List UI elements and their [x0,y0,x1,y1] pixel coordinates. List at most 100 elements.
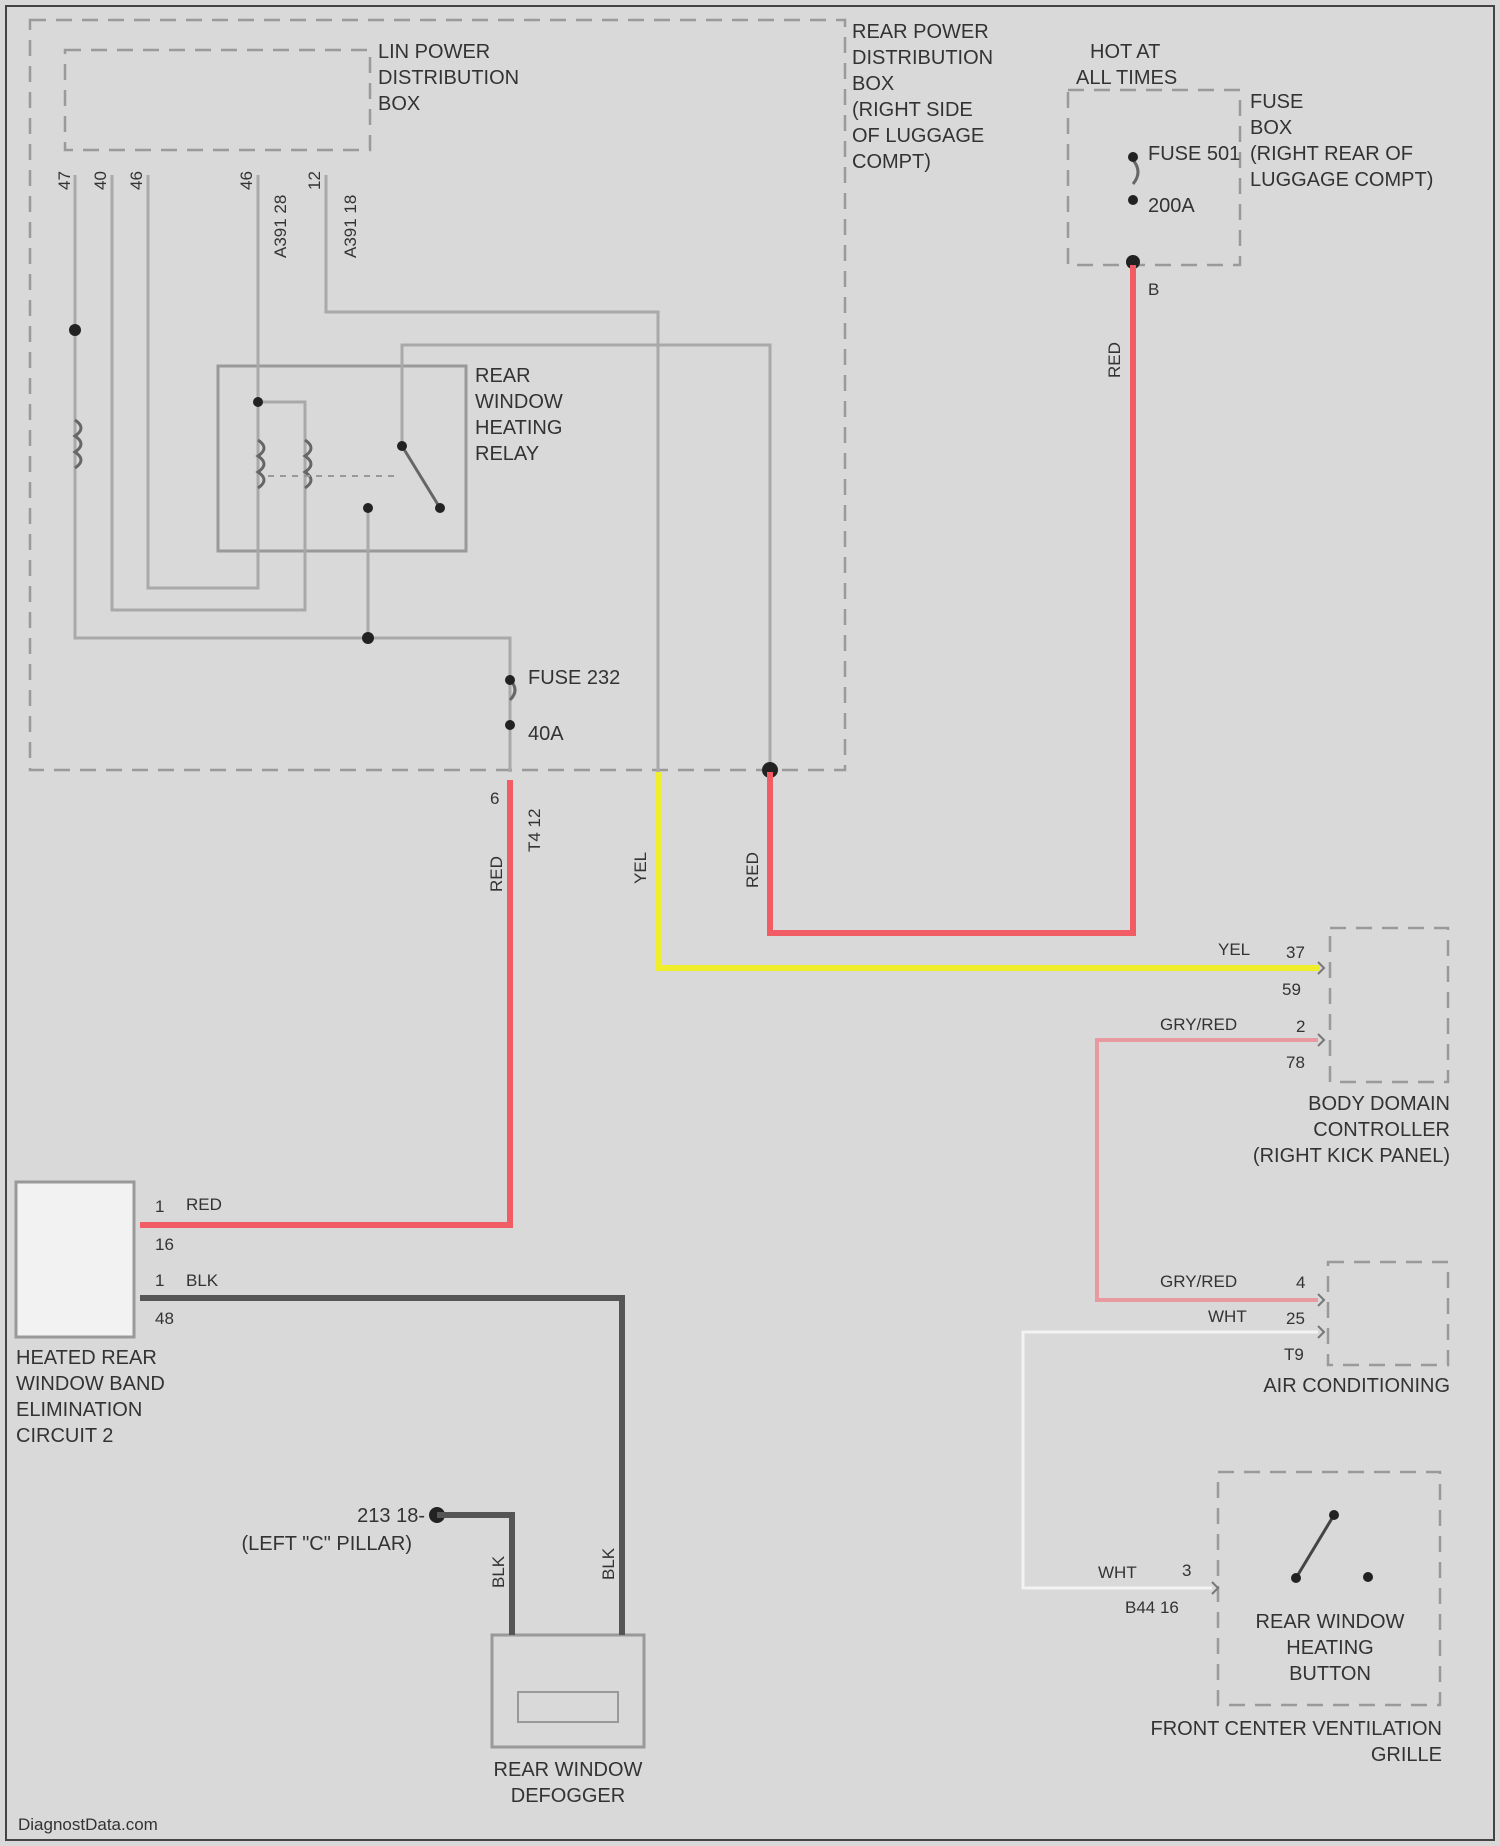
heating-button-label: REAR WINDOW HEATING BUTTON [1256,1611,1405,1685]
ground-label: 213 18- (LEFT "C" PILLAR) [241,1505,425,1555]
wire-blk-heated [140,1298,622,1635]
connector-icon [1318,1034,1324,1046]
svg-text:ALL TIMES: ALL TIMES [1076,67,1177,89]
wire-color-yel-h: YEL [1218,940,1250,959]
svg-text:47: 47 [55,171,74,190]
svg-text:HEATING: HEATING [1286,1637,1373,1659]
ac-pin-4: 4 [1296,1273,1305,1292]
heated-pin-1a: 1 [155,1197,164,1216]
svg-text:BODY DOMAIN: BODY DOMAIN [1308,1093,1450,1115]
svg-text:FRONT CENTER VENTILATION: FRONT CENTER VENTILATION [1150,1718,1442,1740]
svg-text:A391 18: A391 18 [341,195,360,258]
relay-box [218,366,466,551]
fuse-terminal [505,675,515,685]
svg-text:(RIGHT REAR OF: (RIGHT REAR OF [1250,143,1413,165]
svg-text:HOT AT: HOT AT [1090,41,1160,63]
air-conditioning-outline [1328,1262,1448,1365]
ac-pin-25: 25 [1286,1309,1305,1328]
svg-text:CONTROLLER: CONTROLLER [1313,1119,1450,1141]
wire-color-blk-v2: BLK [599,1547,618,1580]
switch-pin-3: 3 [1182,1561,1191,1580]
wire-relay-switch [402,345,770,772]
wire-color-red-left: RED [487,856,506,892]
svg-text:REAR WINDOW: REAR WINDOW [1256,1611,1405,1633]
grille-label: FRONT CENTER VENTILATION GRILLE [1150,1718,1442,1766]
switch-pin-b44: B44 16 [1125,1598,1179,1617]
svg-text:GRILLE: GRILLE [1371,1744,1442,1766]
wire-color-wht-2: WHT [1098,1563,1137,1582]
page-frame [6,6,1494,1840]
svg-text:(LEFT "C" PILLAR): (LEFT "C" PILLAR) [241,1533,412,1555]
heated-pin-48: 48 [155,1309,174,1328]
wire-color-blk-h: BLK [186,1271,219,1290]
bdc-pin-59: 59 [1282,980,1301,999]
wire-color-blk-v1: BLK [489,1555,508,1588]
svg-text:RELAY: RELAY [475,443,539,465]
bdc-pin-37: 37 [1286,943,1305,962]
connector-icon [1318,1294,1324,1306]
relay-switch-icon [402,446,440,508]
svg-text:12: 12 [305,171,324,190]
svg-text:HEATED REAR: HEATED REAR [16,1347,157,1369]
svg-text:OF LUGGAGE: OF LUGGAGE [852,125,984,147]
wire-color-gryred-1: GRY/RED [1160,1015,1237,1034]
svg-text:WINDOW: WINDOW [475,391,563,413]
fuse-terminal [1128,195,1138,205]
hot-at-all-times-label: HOT AT ALL TIMES [1076,41,1177,89]
lin-power-distribution-box-outline [65,50,370,150]
body-domain-controller-outline [1330,928,1448,1082]
defogger-grid-icon [518,1692,618,1722]
rear-power-box-label: REAR POWER DISTRIBUTION BOX (RIGHT SIDE … [852,21,993,173]
heated-band-box [16,1182,134,1337]
lin-pin-labels: 47 40 46 46 A391 28 12 A391 18 [55,171,360,258]
fuse-501-rating: 200A [1148,195,1195,217]
svg-text:LIN POWER: LIN POWER [378,41,490,63]
relay-label: REAR WINDOW HEATING RELAY [475,365,563,465]
svg-text:DEFOGGER: DEFOGGER [511,1785,625,1807]
svg-text:LUGGAGE COMPT): LUGGAGE COMPT) [1250,169,1433,191]
heated-pin-16: 16 [155,1235,174,1254]
fuse-box-outline [1068,90,1240,265]
svg-text:WINDOW BAND: WINDOW BAND [16,1373,165,1395]
ac-label: AIR CONDITIONING [1263,1375,1450,1397]
fuse-terminal [505,720,515,730]
switch-terminal [1329,1510,1339,1520]
bdc-pin-2: 2 [1296,1017,1305,1036]
wire-color-yel: YEL [631,852,650,884]
svg-text:213 18-: 213 18- [357,1505,425,1527]
fuse-232-name: FUSE 232 [528,667,620,689]
svg-text:40: 40 [91,171,110,190]
fuse-232-pin-6: 6 [490,789,499,808]
relay-terminal [363,503,373,513]
svg-text:DISTRIBUTION: DISTRIBUTION [852,47,993,69]
svg-text:FUSE: FUSE [1250,91,1303,113]
wire-color-red-mid: RED [743,852,762,888]
relay-terminal [435,503,445,513]
bdc-label: BODY DOMAIN CONTROLLER (RIGHT KICK PANEL… [1253,1093,1450,1167]
svg-text:BOX: BOX [852,73,894,95]
wire-color-gryred-2: GRY/RED [1160,1272,1237,1291]
svg-text:DISTRIBUTION: DISTRIBUTION [378,67,519,89]
svg-text:A391 28: A391 28 [271,195,290,258]
fuse-terminal [1128,152,1138,162]
bdc-pin-78: 78 [1286,1053,1305,1072]
svg-text:(RIGHT SIDE: (RIGHT SIDE [852,99,973,121]
watermark: DiagnostData.com [18,1815,158,1834]
splice-dot [362,632,374,644]
svg-text:ELIMINATION: ELIMINATION [16,1399,142,1421]
relay-terminal [253,397,263,407]
fuse-232-pin-t4: T4 12 [525,809,544,852]
wire-gryred [1097,1040,1318,1300]
wire-wht [1023,1332,1318,1588]
svg-text:COMPT): COMPT) [852,151,931,173]
svg-text:REAR WINDOW: REAR WINDOW [494,1759,643,1781]
fuse-501-icon [1133,160,1138,184]
heating-button-switch-icon [1296,1515,1334,1578]
svg-text:BOX: BOX [1250,117,1292,139]
svg-text:REAR POWER: REAR POWER [852,21,989,43]
wire-red-fuse501 [770,265,1133,933]
heated-pin-1b: 1 [155,1271,164,1290]
wire-color-wht-1: WHT [1208,1307,1247,1326]
